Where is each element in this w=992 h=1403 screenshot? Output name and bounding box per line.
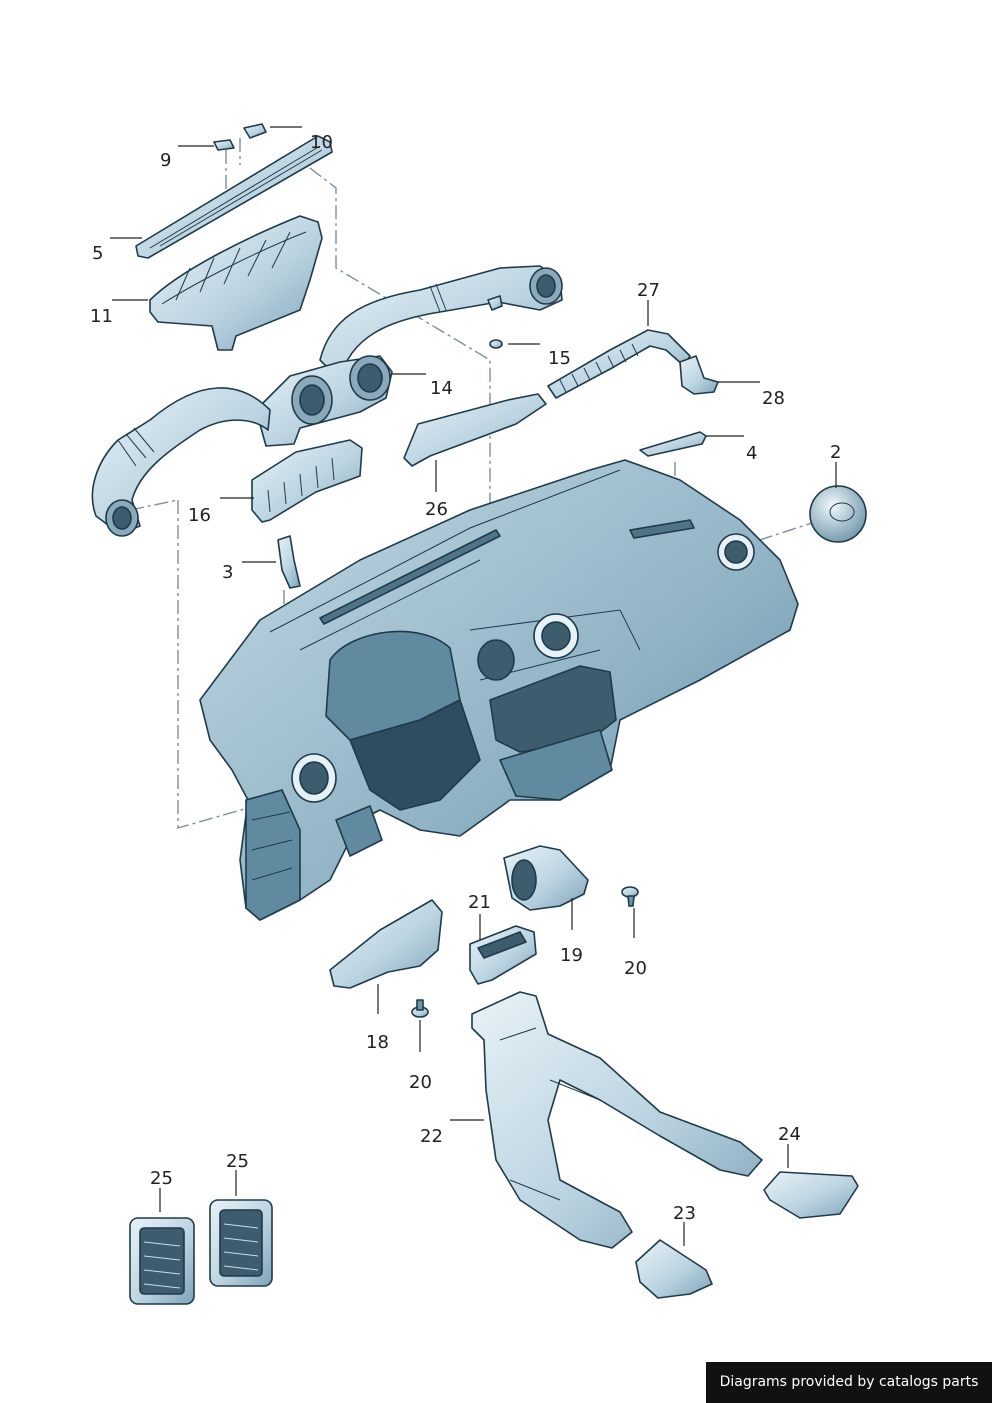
callout-24: 24: [778, 1124, 801, 1145]
side-vent-16-part: [251, 439, 363, 523]
duct-18-part: [329, 899, 443, 989]
leader-lines: [110, 126, 837, 1246]
credit-banner: Diagrams provided by catalogs parts: [706, 1362, 992, 1403]
grille-4-part: [639, 431, 707, 457]
callout-11: 11: [90, 306, 113, 327]
trim-3-part: [277, 535, 301, 589]
defrost-nozzle-part: [149, 215, 323, 351]
callout-14: 14: [430, 378, 453, 399]
callout-25-right: 25: [226, 1151, 249, 1172]
callout-2: 2: [830, 442, 841, 463]
upper-air-duct-part: [319, 265, 563, 381]
callout-16: 16: [188, 505, 211, 526]
callout-27: 27: [637, 280, 660, 301]
callout-26: 26: [425, 499, 448, 520]
callout-3: 3: [222, 562, 233, 583]
screw-20-part-a: [621, 886, 639, 907]
square-vent-25-part-a: [129, 1217, 195, 1305]
callout-19: 19: [560, 945, 583, 966]
duct-end-24-part: [763, 1171, 859, 1219]
callout-23: 23: [673, 1203, 696, 1224]
callout-20-upper: 20: [624, 958, 647, 979]
trim-strip-26-part: [403, 393, 547, 467]
grommet-15-part: [489, 339, 503, 349]
callout-4: 4: [746, 443, 757, 464]
connector-28-part: [679, 355, 719, 395]
callout-10: 10: [310, 132, 333, 153]
floor-duct-22-part: [471, 991, 763, 1249]
callout-21: 21: [468, 892, 491, 913]
screw-20-part-b: [411, 999, 429, 1018]
callout-labels: 9 10 5 11 27 15 14 28 4 2 16 26 3 21 19 …: [90, 132, 841, 1224]
callout-25-left: 25: [150, 1168, 173, 1189]
bracket-23-part: [635, 1239, 713, 1299]
callout-20-lower: 20: [409, 1072, 432, 1093]
callout-28: 28: [762, 388, 785, 409]
round-vent-2-part: [809, 485, 867, 543]
callout-9: 9: [160, 150, 171, 171]
clip-part-9: [213, 139, 235, 151]
callout-18: 18: [366, 1032, 389, 1053]
callout-5: 5: [92, 243, 103, 264]
dashboard-body-part: [199, 459, 799, 921]
square-vent-25-part-b: [209, 1199, 273, 1287]
callout-15: 15: [548, 348, 571, 369]
clip-part-10: [243, 123, 267, 139]
callout-22: 22: [420, 1126, 443, 1147]
